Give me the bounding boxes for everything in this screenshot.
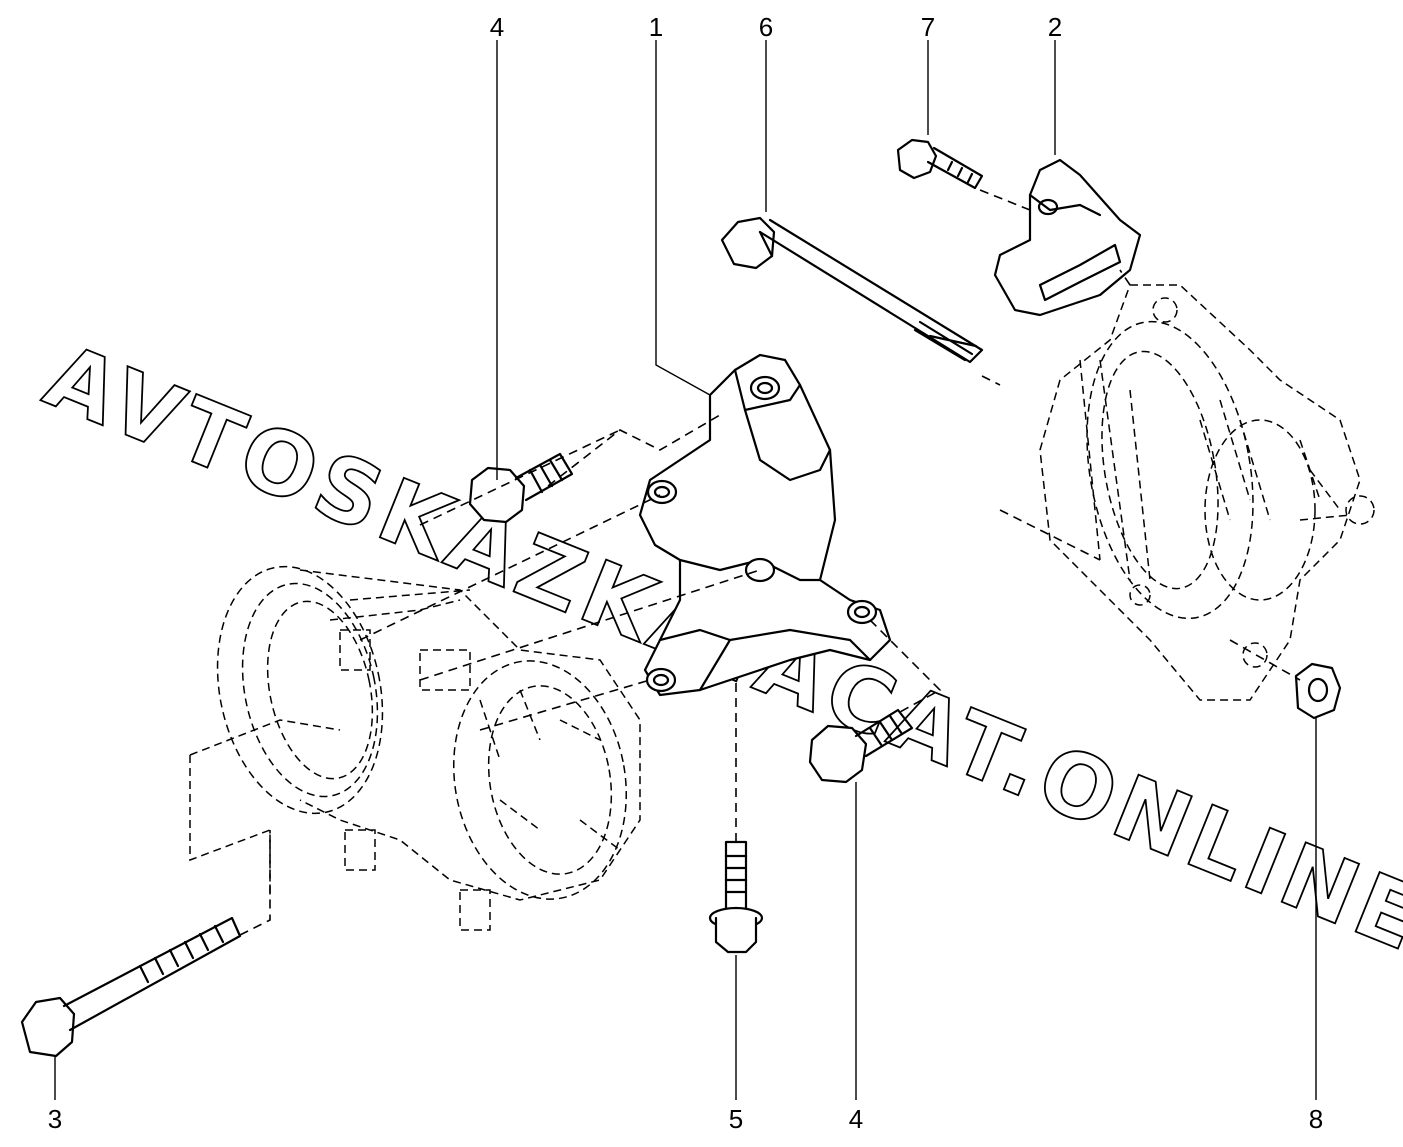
callout-5: 5 — [728, 1104, 744, 1134]
callout-2: 2 — [1047, 12, 1063, 42]
mounting-bracket-part-1 — [638, 353, 892, 697]
callout-7: 7 — [920, 12, 936, 42]
through-bolt-part-6 — [720, 216, 984, 364]
bolt-part-7 — [896, 138, 984, 190]
assembly-lines — [239, 189, 1301, 936]
bolt-part-3 — [20, 916, 242, 1058]
ac-compressor — [189, 565, 641, 931]
bolt-part-4-bottom — [808, 708, 914, 784]
callout-6: 6 — [758, 12, 774, 42]
nut-part-8 — [1294, 662, 1342, 720]
callout-3: 3 — [47, 1104, 63, 1134]
callout-4-top: 4 — [489, 12, 505, 42]
callout-4-bottom: 4 — [848, 1104, 864, 1134]
bolt-part-5 — [708, 840, 764, 954]
bolt-part-4-top — [468, 452, 574, 524]
adjusting-link-part-2 — [993, 158, 1142, 317]
callout-1: 1 — [648, 12, 664, 42]
alternator — [1039, 284, 1375, 701]
callout-8: 8 — [1308, 1104, 1324, 1134]
leader-lines — [54, 40, 1317, 1100]
